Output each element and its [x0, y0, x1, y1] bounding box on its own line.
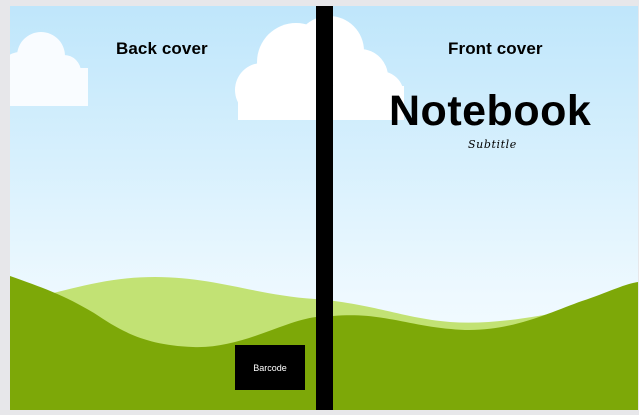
notebook-title[interactable]: Notebook	[389, 87, 592, 135]
subtitle-text[interactable]: Subtitle	[468, 138, 517, 151]
book-cover-canvas[interactable]: Back cover Front cover Notebook Subtitle…	[10, 6, 638, 410]
dark-green-right-hill	[333, 282, 638, 410]
cloud-back-left	[10, 32, 88, 106]
back-cover-label: Back cover	[116, 39, 208, 58]
front-cover-label: Front cover	[448, 39, 543, 58]
cloud-center	[235, 16, 404, 120]
book-spine[interactable]	[316, 6, 333, 410]
barcode-label: Barcode	[253, 362, 287, 373]
barcode-placeholder[interactable]: Barcode	[235, 345, 305, 390]
